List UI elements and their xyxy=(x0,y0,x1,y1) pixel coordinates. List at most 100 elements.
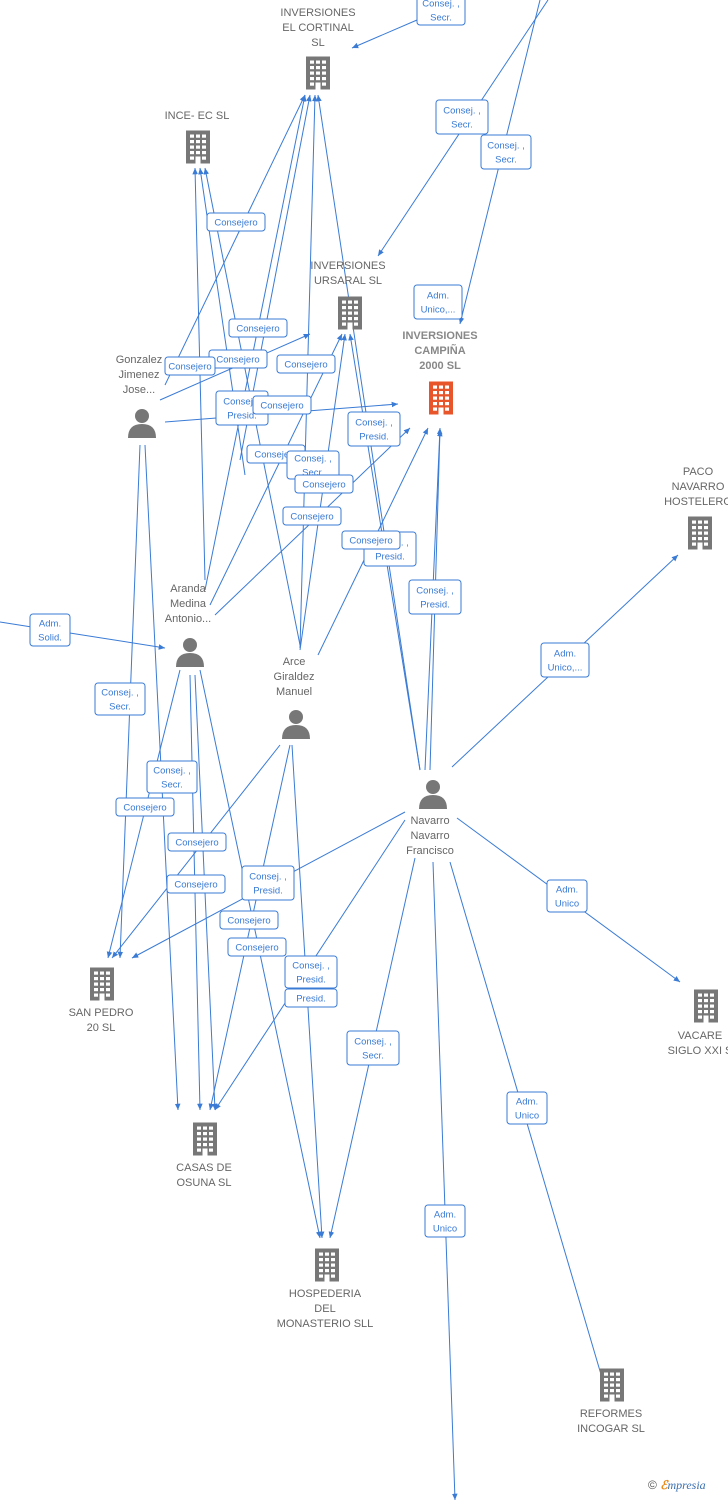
node-label-line: Francisco xyxy=(406,845,454,857)
role-badge[interactable]: Consejero xyxy=(282,506,342,526)
brand-logo-text: mpresia xyxy=(667,1478,706,1492)
building-icon xyxy=(600,1368,624,1402)
role-label: Consejero xyxy=(236,324,279,335)
role-badge[interactable]: Consejero xyxy=(227,937,287,957)
role-label: Adm. xyxy=(516,1097,538,1108)
node-label-line: HOSPEDERIA xyxy=(289,1288,362,1300)
role-label: Consejero xyxy=(216,355,259,366)
person-icon xyxy=(419,780,447,809)
node-label-line: Arce xyxy=(283,656,306,668)
role-label: Consej. , xyxy=(249,872,287,883)
brand-logo[interactable]: ℰmpresia xyxy=(660,1478,706,1492)
role-label: Consejero xyxy=(260,401,303,412)
role-label: Consej. , xyxy=(487,141,525,152)
node-label-line: INVERSIONES xyxy=(280,7,355,19)
role-badge[interactable]: Consej. ,Presid. xyxy=(347,411,401,447)
role-badge[interactable]: Presid. xyxy=(284,988,338,1008)
role-label: Presid. xyxy=(227,411,257,422)
role-badge[interactable]: Consej. , Presid. xyxy=(408,579,462,615)
role-label: Consejero xyxy=(254,450,297,461)
role-label: Consejero xyxy=(284,360,327,371)
node-label-line: PACO xyxy=(683,466,714,478)
role-label: Consejero xyxy=(227,916,270,927)
role-label: Unico,... xyxy=(421,305,456,316)
role-badge[interactable]: Consejero xyxy=(276,354,336,374)
node-label-line: URSARAL SL xyxy=(314,275,382,287)
role-label: Adm. xyxy=(556,885,578,896)
role-label: Consejero xyxy=(214,218,257,229)
role-badge[interactable]: Consejero xyxy=(294,474,354,494)
role-badge[interactable]: Adm.Solid. xyxy=(29,613,71,647)
role-label: Unico xyxy=(555,899,579,910)
role-badge[interactable]: Consejero xyxy=(115,797,175,817)
role-badge[interactable]: Consejero xyxy=(219,910,279,930)
role-badge[interactable]: Consejero xyxy=(228,318,288,338)
role-label: Consej. , xyxy=(354,1037,392,1048)
role-label: Secr. xyxy=(451,120,473,131)
role-badge[interactable]: Adm.Unico,... xyxy=(413,284,463,320)
role-label: Consej. , xyxy=(294,454,332,465)
role-badge[interactable]: Consejero xyxy=(164,356,216,376)
company-node-incec[interactable]: INCE- EC SL xyxy=(165,110,230,164)
relation-edge xyxy=(351,19,418,49)
building-icon xyxy=(694,989,718,1023)
roles-layer: Consej. , Secr. Consej. , Secr. Consej. , Sec… xyxy=(29,0,590,1238)
copyright-footer: © ℰmpresia xyxy=(648,1478,728,1496)
role-label: Presid. xyxy=(359,432,389,443)
role-badge[interactable]: Consej. , Secr. xyxy=(480,134,532,170)
role-label: Consej. , xyxy=(416,586,454,597)
person-node-aranda[interactable]: ArandaMedinaAntonio... xyxy=(165,583,211,667)
node-label-line: 20 SL xyxy=(87,1022,116,1034)
role-badge[interactable]: Adm.Unico xyxy=(424,1204,466,1238)
role-badge[interactable]: Consejero xyxy=(252,395,312,415)
role-badge[interactable]: Consej. ,Secr. xyxy=(435,99,489,135)
person-node-gonzalez[interactable]: GonzalezJimenezJose... xyxy=(116,354,162,438)
role-label: Consejero xyxy=(290,512,333,523)
company-node-sanpedro[interactable]: SAN PEDRO 20 SL xyxy=(69,967,134,1035)
role-badge[interactable]: Consejero xyxy=(167,832,227,852)
relation-edge xyxy=(209,333,343,606)
role-label: Adm. xyxy=(39,619,61,630)
role-badge[interactable]: Consejero xyxy=(166,874,226,894)
role-label: Secr. xyxy=(302,468,324,479)
role-label: Secr. xyxy=(495,155,517,166)
node-label-line: SAN PEDRO xyxy=(69,1007,134,1019)
role-badge[interactable]: Consej. ,Secr. xyxy=(346,1030,400,1066)
role-label: Presid. xyxy=(296,975,326,986)
node-label-line: Navarro xyxy=(410,830,449,842)
role-label: Presid. xyxy=(420,600,450,611)
node-label-line: INVERSIONES xyxy=(402,330,477,342)
role-badge[interactable]: Consej. ,Secr. xyxy=(416,0,466,26)
role-label: Consejero xyxy=(168,362,211,373)
role-label: Consejero xyxy=(235,943,278,954)
role-badge[interactable]: Adm.Unico xyxy=(506,1091,548,1125)
role-label: Consejero xyxy=(175,838,218,849)
building-icon xyxy=(338,296,362,330)
role-badge[interactable]: Consej. ,Presid. xyxy=(284,955,338,989)
role-badge[interactable]: Consej. ,Secr. xyxy=(94,682,146,716)
role-badge[interactable]: Consejero xyxy=(206,212,266,232)
role-badge[interactable]: Consej. , Presid. xyxy=(241,865,295,901)
role-badge[interactable]: Adm. Unico xyxy=(546,879,588,913)
person-icon xyxy=(282,710,310,739)
role-badge[interactable]: Adm.Unico,... xyxy=(540,642,590,678)
role-label: Presid. xyxy=(253,886,283,897)
building-icon xyxy=(306,56,330,90)
role-badge[interactable]: Consej. ,Secr. xyxy=(146,760,198,794)
role-badge[interactable]: Consejero xyxy=(341,530,401,550)
role-badge[interactable]: Consejero xyxy=(208,349,268,369)
person-icon xyxy=(128,409,156,438)
node-label-line: Manuel xyxy=(276,686,312,698)
